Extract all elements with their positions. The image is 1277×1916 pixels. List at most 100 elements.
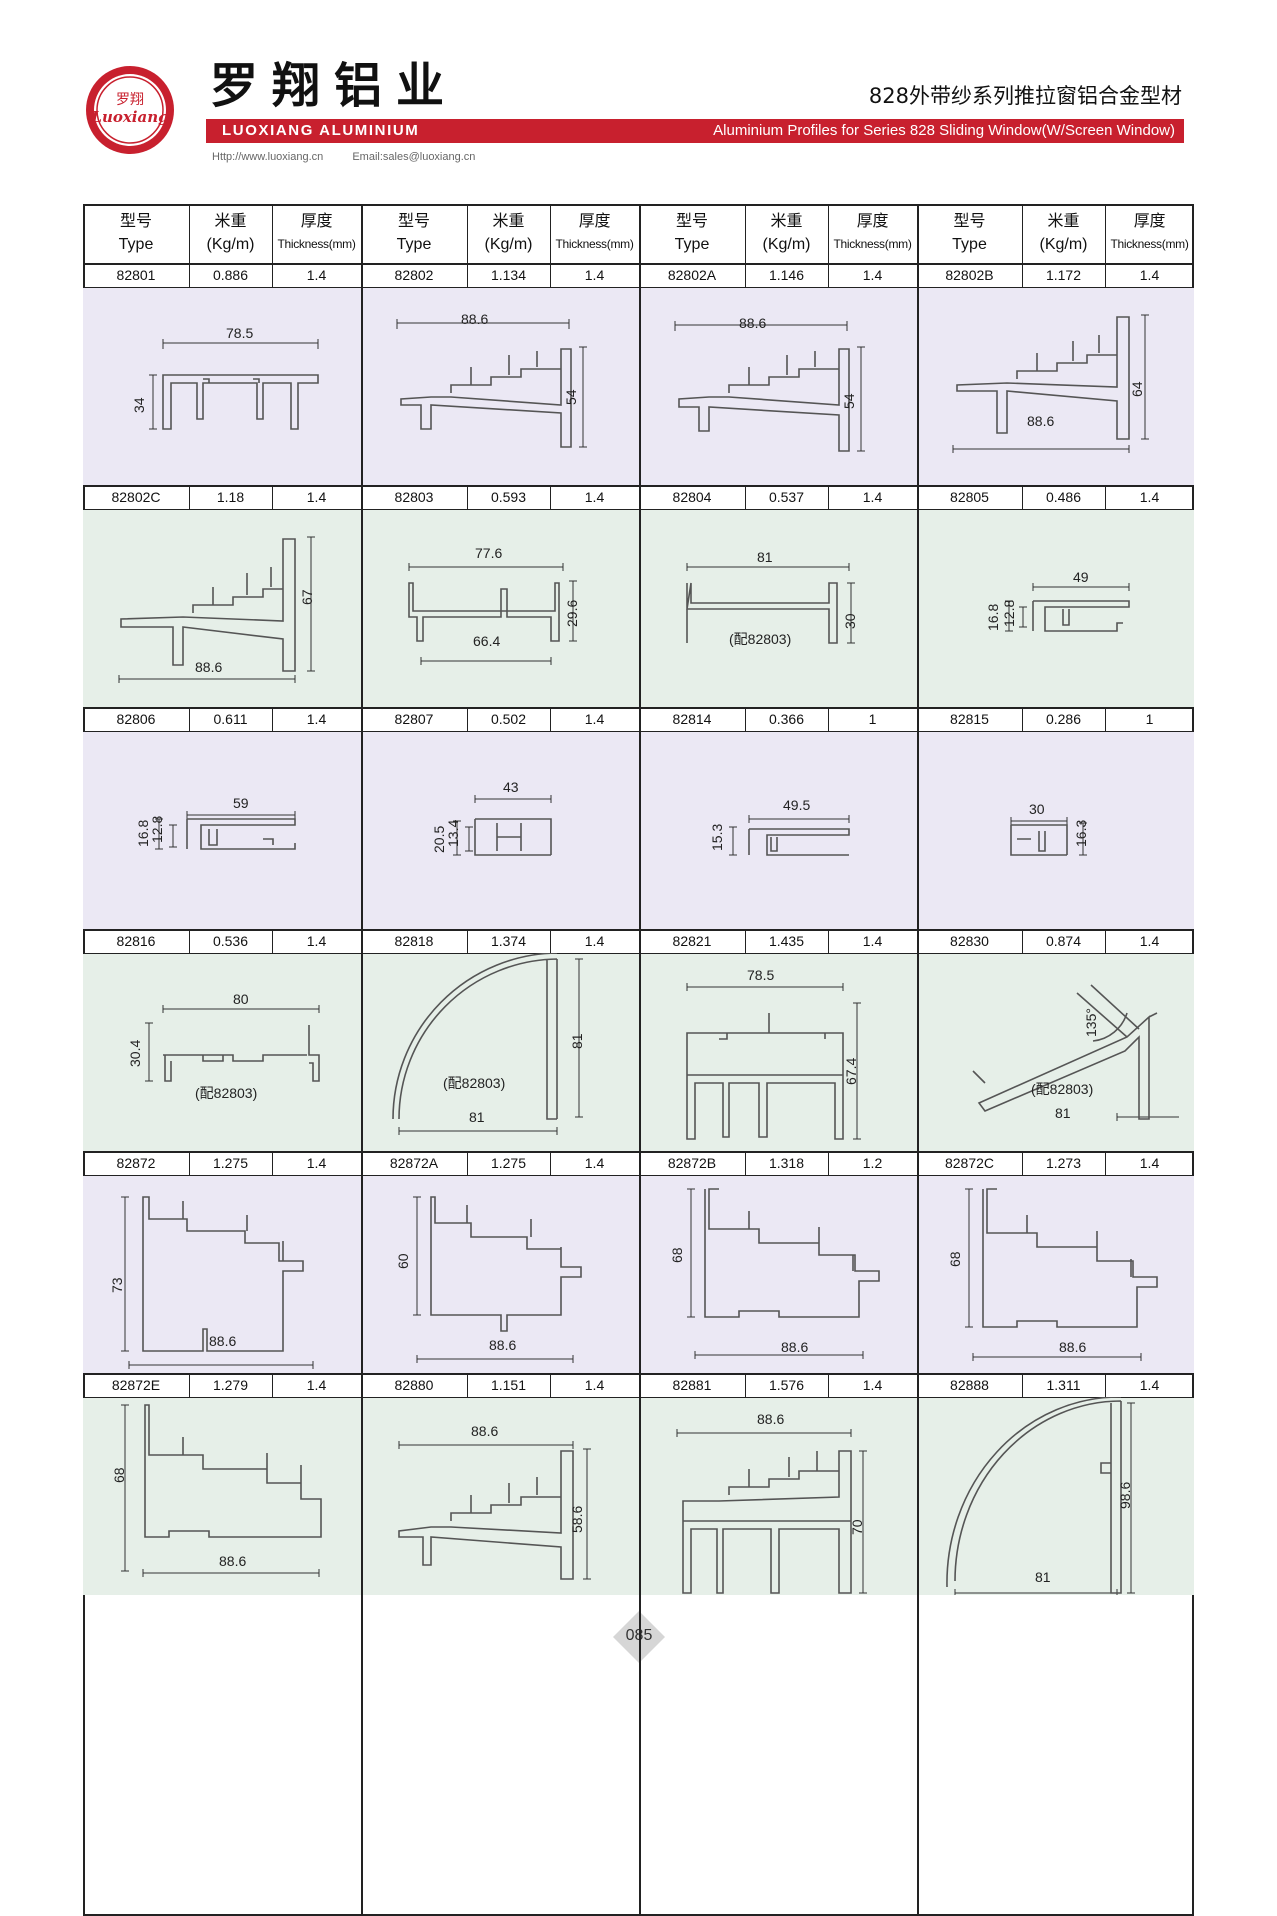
dimension-label: 81 bbox=[1055, 1105, 1071, 1121]
grid-line bbox=[83, 1151, 1194, 1153]
grid-line bbox=[83, 263, 1194, 265]
dimension-label: 88.6 bbox=[781, 1339, 809, 1355]
profile-type: 82872C bbox=[944, 1155, 995, 1171]
grid-line bbox=[467, 929, 468, 953]
dimension-label: 78.5 bbox=[226, 325, 254, 341]
email-link[interactable]: Email:sales@luoxiang.cn bbox=[352, 151, 476, 163]
profile-cross-section bbox=[676, 1429, 867, 1594]
profile-thickness: 1.4 bbox=[306, 711, 327, 727]
grid-line bbox=[189, 1151, 190, 1175]
dimension-label: 64 bbox=[1129, 381, 1145, 397]
profile-thickness: 1.2 bbox=[862, 1155, 883, 1171]
profile-drawing-panel bbox=[639, 1175, 917, 1373]
dimension-label: 68 bbox=[669, 1247, 685, 1263]
profile-thickness: 1.4 bbox=[584, 711, 605, 727]
grid-line bbox=[83, 1373, 1194, 1375]
grid-line bbox=[272, 929, 273, 953]
profile-weight: 1.435 bbox=[768, 933, 805, 949]
dimension-line bbox=[121, 1196, 129, 1352]
luoxiang-logo: 罗翔 Luoxiang bbox=[86, 66, 174, 154]
dimension-line bbox=[396, 319, 570, 329]
grid-line bbox=[745, 263, 746, 287]
dimension-label: 67.4 bbox=[843, 1057, 859, 1085]
profile-type: 82807 bbox=[394, 711, 434, 727]
dimension-line bbox=[416, 1355, 574, 1363]
dimension-line bbox=[674, 321, 848, 331]
dimension-line bbox=[162, 339, 319, 349]
grid-line bbox=[745, 929, 746, 953]
profile-weight: 1.146 bbox=[768, 267, 805, 283]
dimension-line bbox=[847, 582, 855, 644]
profile-thickness: 1.4 bbox=[584, 489, 605, 505]
grid-line bbox=[1105, 929, 1106, 953]
profile-type: 82806 bbox=[116, 711, 156, 727]
profile-outline bbox=[972, 984, 1158, 1120]
profile-outline bbox=[1010, 824, 1068, 856]
profile-drawing-panel bbox=[917, 287, 1194, 485]
series-title-en: Aluminium Profiles for Series 828 Slidin… bbox=[713, 122, 1175, 139]
profile-outline bbox=[163, 1025, 320, 1082]
website-link[interactable]: Http://www.luoxiang.cn bbox=[212, 151, 324, 163]
profile-outline bbox=[956, 316, 1130, 440]
profile-thickness: 1 bbox=[868, 711, 877, 727]
dimension-label: 15.3 bbox=[709, 823, 725, 851]
profile-drawing-panel bbox=[361, 1175, 639, 1373]
grid-line bbox=[550, 1373, 551, 1397]
column-header-cn: 米重 bbox=[770, 213, 803, 230]
dimension-label: 16.3 bbox=[1073, 819, 1089, 847]
column-header-cn: 米重 bbox=[214, 213, 247, 230]
grid-line bbox=[189, 707, 190, 731]
profile-outline bbox=[1032, 600, 1130, 632]
profile-drawing-panel bbox=[639, 1397, 917, 1595]
dimension-label: 16.8 bbox=[985, 603, 1001, 631]
profile-type: 82872 bbox=[116, 1155, 156, 1171]
dimension-line bbox=[954, 1589, 1118, 1595]
profile-drawing-panel bbox=[917, 1175, 1194, 1373]
profile-outline bbox=[682, 1450, 852, 1594]
profile-cross-section bbox=[413, 1196, 582, 1363]
grid-line bbox=[1105, 204, 1106, 263]
profile-drawing-panel bbox=[639, 953, 917, 1151]
grid-line bbox=[1105, 485, 1106, 509]
profile-thickness: 1.4 bbox=[1139, 933, 1160, 949]
dimension-label: 43 bbox=[503, 779, 519, 795]
profile-thickness: 1.4 bbox=[862, 267, 883, 283]
grid-line bbox=[745, 1151, 746, 1175]
grid-line bbox=[550, 263, 551, 287]
grid-line bbox=[828, 1151, 829, 1175]
column-header-en: (Kg/m) bbox=[206, 236, 255, 253]
grid-line bbox=[83, 731, 1194, 732]
grid-line bbox=[189, 1373, 190, 1397]
profile-outline bbox=[474, 818, 552, 856]
profile-drawing-panel bbox=[83, 1175, 361, 1373]
dimension-label: 88.6 bbox=[471, 1423, 499, 1439]
profile-cross-section bbox=[946, 1397, 1135, 1595]
dimension-label: 88.6 bbox=[1027, 413, 1055, 429]
dimension-line bbox=[453, 820, 461, 856]
profile-type: 82801 bbox=[116, 267, 156, 283]
grid-line bbox=[639, 204, 641, 1916]
grid-line bbox=[83, 953, 1194, 954]
profile-drawing-panel bbox=[83, 953, 361, 1151]
profile-thickness: 1.4 bbox=[862, 1377, 883, 1393]
dimension-line bbox=[398, 1441, 574, 1449]
profile-weight: 1.18 bbox=[216, 489, 245, 505]
dimension-line bbox=[729, 826, 737, 856]
profile-thickness: 1.4 bbox=[862, 933, 883, 949]
profile-drawing-panel bbox=[83, 1397, 361, 1595]
dimension-label: 66.4 bbox=[473, 633, 501, 649]
profile-thickness: 1.4 bbox=[1139, 267, 1160, 283]
dimension-line bbox=[149, 374, 157, 430]
grid-line bbox=[467, 707, 468, 731]
profile-type: 82815 bbox=[950, 711, 989, 727]
dimension-line bbox=[155, 818, 163, 850]
profile-cross-section bbox=[453, 795, 552, 856]
dimension-line bbox=[1019, 606, 1027, 628]
column-header-cn: 米重 bbox=[1047, 213, 1080, 230]
dimension-label: 29.6 bbox=[564, 599, 580, 627]
grid-line bbox=[917, 204, 919, 1916]
brand-name-en: LUOXIANG ALUMINIUM bbox=[222, 122, 420, 139]
grid-line bbox=[745, 707, 746, 731]
